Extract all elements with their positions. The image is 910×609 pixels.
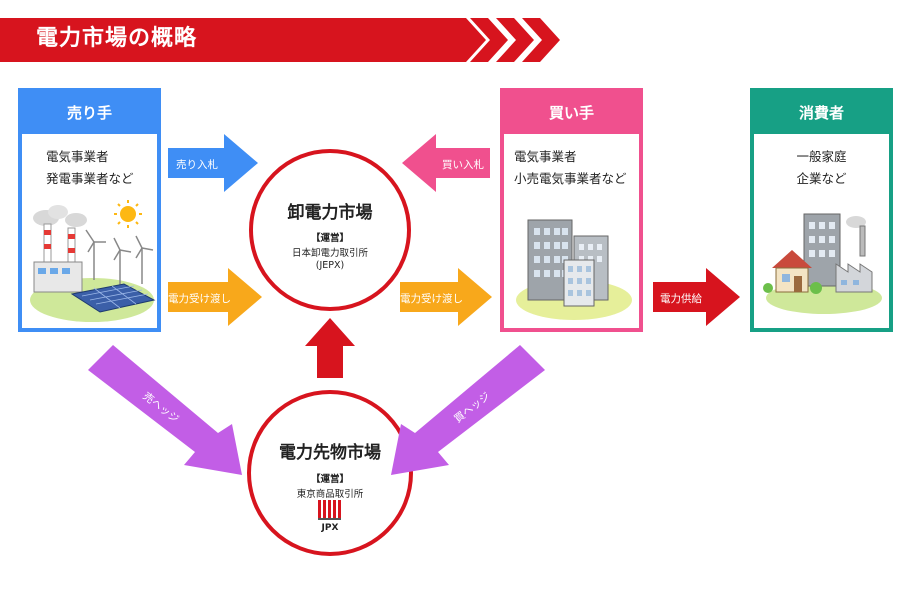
seller-description: 電気事業者 発電事業者など	[22, 146, 157, 190]
buyer-line: 小売電気事業者など	[514, 171, 627, 186]
jpx-logo-text: JPX	[321, 523, 339, 533]
house-factory-illustration	[763, 213, 882, 314]
supply-label: 電力供給	[660, 293, 702, 305]
wholesale-operator-label: 【運営】	[310, 233, 349, 244]
sell-hedge-arrow	[88, 345, 242, 475]
office-buildings-illustration	[516, 219, 632, 320]
banner-chevron-3	[522, 18, 560, 62]
buyer-description: 電気事業者 小売電気事業者など	[504, 146, 639, 190]
consumer-header: 消費者	[754, 92, 889, 134]
buy-bid-arrow	[402, 134, 490, 192]
seller-line: 発電事業者など	[46, 171, 134, 186]
buy-bid-label: 買い入札	[442, 159, 484, 171]
up-arrow	[305, 318, 355, 378]
buyer-box: 買い手 電気事業者 小売電気事業者など	[500, 88, 643, 332]
seller-line: 電気事業者	[46, 149, 109, 164]
futures-market-name: 電力先物市場	[279, 443, 381, 463]
jpx-logo-icon	[318, 500, 341, 520]
buyer-header: 買い手	[504, 92, 639, 134]
title-banner	[0, 18, 486, 62]
consumer-box: 消費者 一般家庭 企業など	[750, 88, 893, 332]
buyer-line: 電気事業者	[514, 149, 577, 164]
banner-chevron-2	[496, 18, 534, 62]
page-title: 電力市場の概略	[36, 26, 198, 51]
consumer-line: 一般家庭	[796, 149, 847, 164]
futures-operator-label: 【運営】	[310, 474, 349, 485]
consumer-description: 一般家庭 企業など	[754, 146, 889, 190]
seller-header: 売り手	[22, 92, 157, 134]
buy-hedge-arrow	[391, 345, 545, 475]
delivery-right-label: 電力受け渡し	[400, 293, 463, 305]
futures-operator: 東京商品取引所	[296, 489, 364, 500]
delivery-arrow-left	[168, 268, 262, 326]
delivery-left-label: 電力受け渡し	[168, 293, 231, 305]
wholesale-operator: 日本卸電力取引所	[291, 248, 368, 259]
consumer-line: 企業など	[796, 171, 847, 186]
delivery-arrow-right	[400, 268, 492, 326]
sell-bid-label: 売り入札	[176, 159, 218, 171]
wholesale-operator-abbr: (JEPX)	[315, 260, 345, 271]
supply-arrow	[653, 268, 740, 326]
power-plant-illustration	[30, 200, 156, 322]
seller-box: 売り手 電気事業者 発電事業者など	[18, 88, 161, 332]
banner-chevron-1	[470, 18, 508, 62]
wholesale-market-circle	[249, 149, 411, 311]
sell-bid-arrow	[168, 134, 258, 192]
futures-market-circle	[247, 390, 413, 556]
wholesale-market-name: 卸電力市場	[287, 203, 373, 223]
